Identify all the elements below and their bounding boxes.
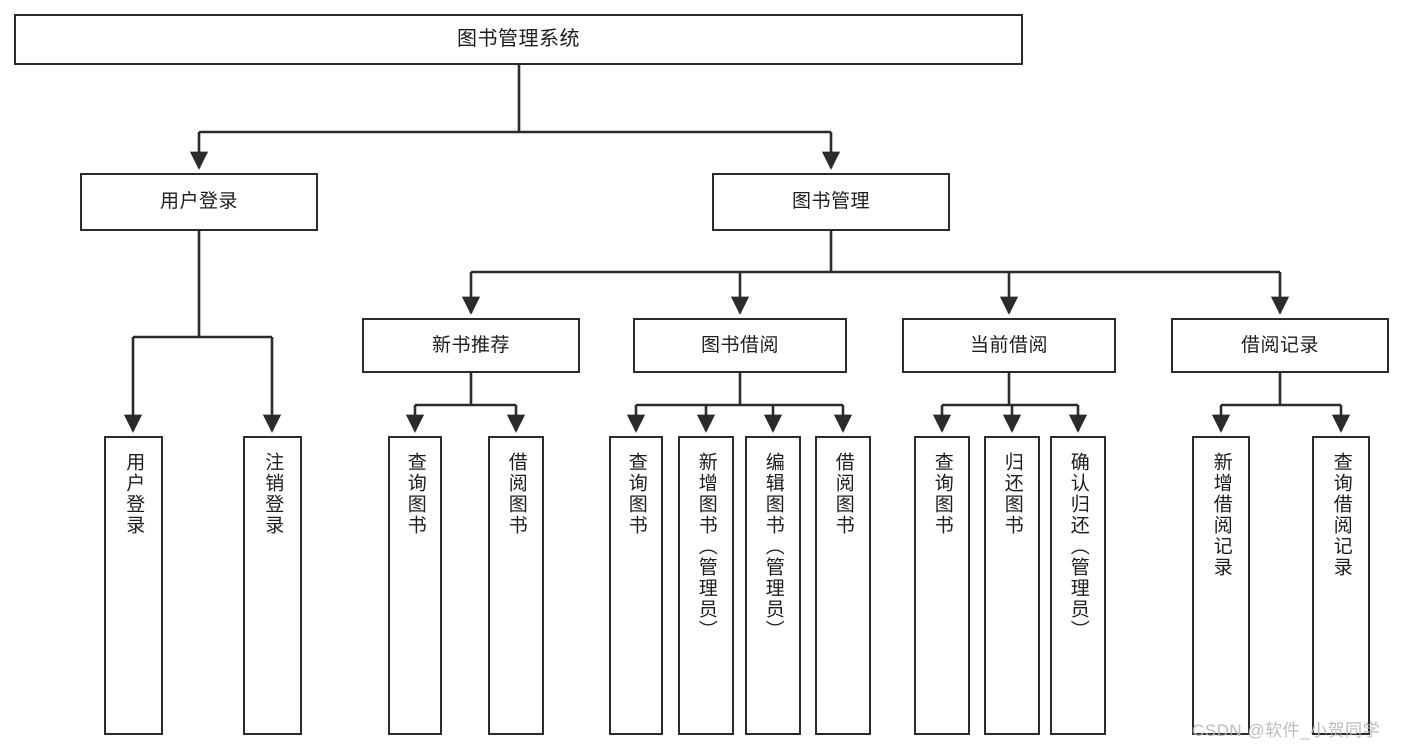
leaf-edit-book-admin-label: 编辑图书（管理员） xyxy=(762,452,784,641)
node-current-borrow-label: 当前借阅 xyxy=(969,334,1048,356)
leaf-query-book-current[interactable]: 查询图书 xyxy=(914,436,970,735)
leaf-return-book[interactable]: 归还图书 xyxy=(984,436,1040,735)
leaf-query-borrow-record-label: 查询借阅记录 xyxy=(1330,452,1352,578)
leaf-add-borrow-record[interactable]: 新增借阅记录 xyxy=(1192,436,1250,735)
leaf-confirm-return-admin[interactable]: 确认归还（管理员） xyxy=(1050,436,1106,735)
leaf-query-book-borrow-label: 查询图书 xyxy=(625,452,647,536)
node-book-borrow[interactable]: 图书借阅 xyxy=(633,318,847,373)
leaf-add-book-admin-label: 新增图书（管理员） xyxy=(695,452,717,641)
node-borrow-record[interactable]: 借阅记录 xyxy=(1171,318,1389,373)
leaf-add-book-admin[interactable]: 新增图书（管理员） xyxy=(678,436,734,735)
leaf-add-borrow-record-label: 新增借阅记录 xyxy=(1210,452,1232,578)
leaf-borrow-book-newbook-label: 借阅图书 xyxy=(505,452,527,536)
node-user-login[interactable]: 用户登录 xyxy=(80,173,318,231)
leaf-logout[interactable]: 注销登录 xyxy=(243,436,302,735)
leaf-borrow-book-label: 借阅图书 xyxy=(832,452,854,536)
leaf-borrow-book[interactable]: 借阅图书 xyxy=(815,436,871,735)
csdn-watermark: CSDN @软件_小贺同学 xyxy=(1192,721,1381,740)
leaf-user-login[interactable]: 用户登录 xyxy=(104,436,163,735)
node-current-borrow[interactable]: 当前借阅 xyxy=(902,318,1116,373)
leaf-logout-label: 注销登录 xyxy=(262,452,284,536)
node-root-label: 图书管理系统 xyxy=(457,28,580,50)
node-book-borrow-label: 图书借阅 xyxy=(700,334,779,356)
leaf-query-borrow-record[interactable]: 查询借阅记录 xyxy=(1312,436,1370,735)
leaf-query-book-current-label: 查询图书 xyxy=(931,452,953,536)
leaf-edit-book-admin[interactable]: 编辑图书（管理员） xyxy=(745,436,801,735)
leaf-query-book-newbook-label: 查询图书 xyxy=(404,452,426,536)
leaf-query-book-borrow[interactable]: 查询图书 xyxy=(609,436,663,735)
leaf-user-login-label: 用户登录 xyxy=(123,452,145,536)
node-new-book-recommend[interactable]: 新书推荐 xyxy=(362,318,580,373)
leaf-query-book-newbook[interactable]: 查询图书 xyxy=(388,436,442,735)
node-book-management-label: 图书管理 xyxy=(791,191,870,213)
node-borrow-record-label: 借阅记录 xyxy=(1240,334,1319,356)
node-root[interactable]: 图书管理系统 xyxy=(14,14,1023,65)
node-book-management[interactable]: 图书管理 xyxy=(712,173,950,231)
leaf-return-book-label: 归还图书 xyxy=(1001,452,1023,536)
node-user-login-label: 用户登录 xyxy=(159,191,238,213)
leaf-borrow-book-newbook[interactable]: 借阅图书 xyxy=(488,436,544,735)
leaf-confirm-return-admin-label: 确认归还（管理员） xyxy=(1067,452,1089,641)
node-new-book-recommend-label: 新书推荐 xyxy=(431,334,510,356)
